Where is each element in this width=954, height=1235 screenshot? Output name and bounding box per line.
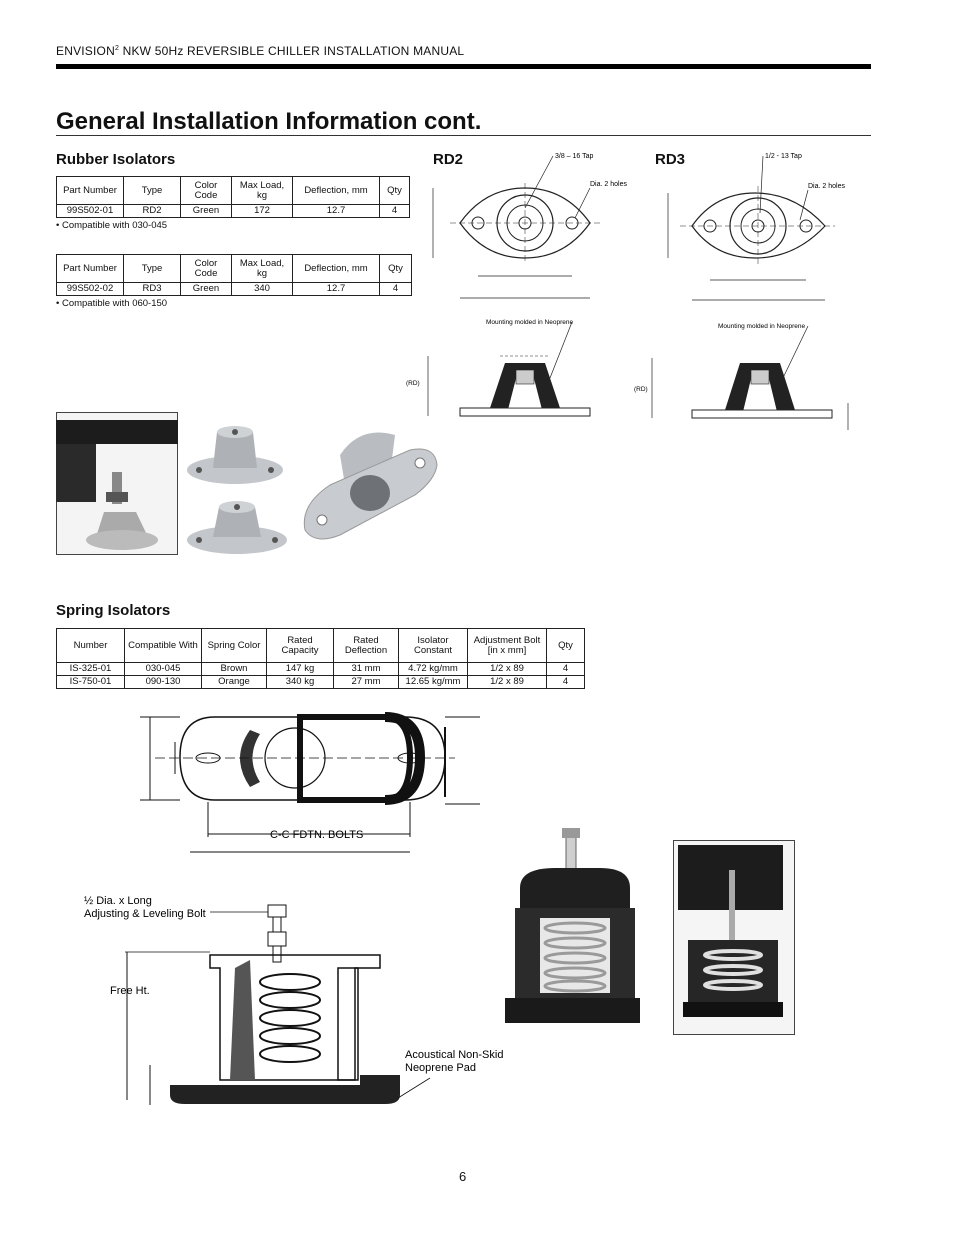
spring-isolators-heading: Spring Isolators bbox=[56, 602, 171, 619]
pad-label-line1: Acoustical Non-Skid bbox=[405, 1049, 503, 1061]
cell: 340 kg bbox=[266, 675, 334, 689]
cell: 12.65 kg/mm bbox=[398, 675, 468, 689]
spring-isolator-cross-section-drawing: ½ Dia. x Long Adjusting & Leveling Bolt … bbox=[84, 895, 503, 1105]
cell: 147 kg bbox=[266, 662, 334, 676]
spring-isolator-mounted-photo bbox=[673, 840, 795, 1035]
rd3-compat-note: • Compatible with 060-150 bbox=[56, 298, 168, 309]
rubber-isolators-heading: Rubber Isolators bbox=[56, 151, 176, 168]
rd2-technical-drawing: 3/8 – 16 Tap Dia. 2 holes Mounting molde… bbox=[406, 153, 627, 417]
col-header: Max Load, kg bbox=[231, 176, 293, 205]
rubber-isolator-photos bbox=[187, 426, 287, 554]
col-header: Color Code bbox=[180, 176, 232, 205]
rd3-holes-label: Dia. 2 holes bbox=[808, 183, 845, 190]
table-row: 99S502-01 RD2 Green 172 12.7 4 bbox=[56, 204, 410, 218]
page-number: 6 bbox=[459, 1169, 467, 1184]
rd3-tap-label: 1/2 - 13 Tap bbox=[765, 153, 802, 160]
cell: 4 bbox=[379, 204, 410, 218]
rd3-rd-label: (RD) bbox=[634, 386, 648, 393]
brand-name: ENVISION bbox=[56, 44, 115, 58]
bolt-label-line2: Adjusting & Leveling Bolt bbox=[84, 908, 206, 920]
cell: 99S502-02 bbox=[56, 282, 124, 296]
cell: IS-750-01 bbox=[56, 675, 125, 689]
col-header: Deflection, mm bbox=[292, 176, 380, 205]
title-rule bbox=[56, 135, 871, 136]
spring-isolator-top-view-drawing: C-C FDTN. BOLTS bbox=[140, 712, 480, 853]
cell: 4 bbox=[379, 282, 412, 296]
col-header: Type bbox=[123, 254, 181, 283]
rubber-isolator-mounted-photo bbox=[56, 412, 178, 555]
cell: RD3 bbox=[123, 282, 181, 296]
rd2-molded-label: Mounting molded in Neoprene bbox=[486, 319, 573, 326]
rd2-rd-label: (RD) bbox=[406, 380, 420, 387]
rd2-holes-label: Dia. 2 holes bbox=[590, 181, 627, 188]
header-text: NKW 50Hz REVERSIBLE CHILLER INSTALLATION… bbox=[119, 44, 465, 58]
rd2-compat-note: • Compatible with 030-045 bbox=[56, 220, 168, 231]
cell: 27 mm bbox=[333, 675, 399, 689]
cell: 12.7 bbox=[292, 282, 380, 296]
cell: 340 bbox=[231, 282, 293, 296]
cell: 030-045 bbox=[124, 662, 202, 676]
cell: Brown bbox=[201, 662, 267, 676]
col-header: Compatible With bbox=[124, 628, 202, 663]
table-row: IS-750-01 090-130 Orange 340 kg 27 mm 12… bbox=[56, 675, 585, 689]
cell: 12.7 bbox=[292, 204, 380, 218]
cell: 4.72 kg/mm bbox=[398, 662, 468, 676]
table-row: 99S502-02 RD3 Green 340 12.7 4 bbox=[56, 282, 412, 296]
cell: Green bbox=[180, 282, 232, 296]
rd3-molded-label: Mounting molded in Neoprene bbox=[718, 323, 805, 330]
col-header: Color Code bbox=[180, 254, 232, 283]
col-header: Adjustment Bolt [in x mm] bbox=[467, 628, 547, 663]
col-header: Rated Deflection bbox=[333, 628, 399, 663]
col-header: Qty bbox=[379, 254, 412, 283]
brand-superscript: 2 bbox=[114, 45, 120, 52]
rd2-tap-label: 3/8 – 16 Tap bbox=[555, 153, 594, 160]
col-header: Isolator Constant bbox=[398, 628, 468, 663]
cell: IS-325-01 bbox=[56, 662, 125, 676]
cell: 4 bbox=[546, 675, 585, 689]
rd3-technical-drawing: 1/2 - 13 Tap Dia. 2 holes Mounting molde… bbox=[634, 153, 849, 430]
col-header: Rated Capacity bbox=[266, 628, 334, 663]
free-height-label: Free Ht. bbox=[110, 985, 150, 997]
bolt-label-line1: ½ Dia. x Long bbox=[84, 895, 152, 907]
header-rule bbox=[56, 64, 871, 69]
document-header: ENVISION2 NKW 50Hz REVERSIBLE CHILLER IN… bbox=[56, 44, 464, 58]
col-header: Number bbox=[56, 628, 125, 663]
pad-label-line2: Neoprene Pad bbox=[405, 1062, 476, 1074]
cell: 090-130 bbox=[124, 675, 202, 689]
col-header: Max Load, kg bbox=[231, 254, 293, 283]
col-header: Qty bbox=[546, 628, 585, 663]
cell: 172 bbox=[231, 204, 293, 218]
spring-isolator-render bbox=[505, 828, 640, 1023]
cell: RD2 bbox=[123, 204, 181, 218]
page-title: General Installation Information cont. bbox=[56, 108, 482, 135]
cell: Green bbox=[180, 204, 232, 218]
cell: 31 mm bbox=[333, 662, 399, 676]
cell: Orange bbox=[201, 675, 267, 689]
col-header: Spring Color bbox=[201, 628, 267, 663]
rubber-isolator-underside-photo bbox=[303, 432, 438, 540]
cc-fdtn-bolts-label: C-C FDTN. BOLTS bbox=[270, 829, 363, 841]
rd2-label: RD2 bbox=[433, 151, 464, 168]
rubber-table-rd3: Part Number Type Color Code Max Load, kg… bbox=[56, 254, 412, 296]
cell: 1/2 x 89 bbox=[467, 662, 547, 676]
table-row: IS-325-01 030-045 Brown 147 kg 31 mm 4.7… bbox=[56, 662, 585, 676]
spring-isolators-table: Number Compatible With Spring Color Rate… bbox=[56, 628, 585, 689]
rd3-label: RD3 bbox=[655, 151, 686, 168]
rubber-table-rd2: Part Number Type Color Code Max Load, kg… bbox=[56, 176, 410, 218]
col-header: Deflection, mm bbox=[292, 254, 380, 283]
cell: 99S502-01 bbox=[56, 204, 124, 218]
col-header: Part Number bbox=[56, 176, 124, 205]
cell: 4 bbox=[546, 662, 585, 676]
cell: 1/2 x 89 bbox=[467, 675, 547, 689]
col-header: Part Number bbox=[56, 254, 124, 283]
col-header: Type bbox=[123, 176, 181, 205]
